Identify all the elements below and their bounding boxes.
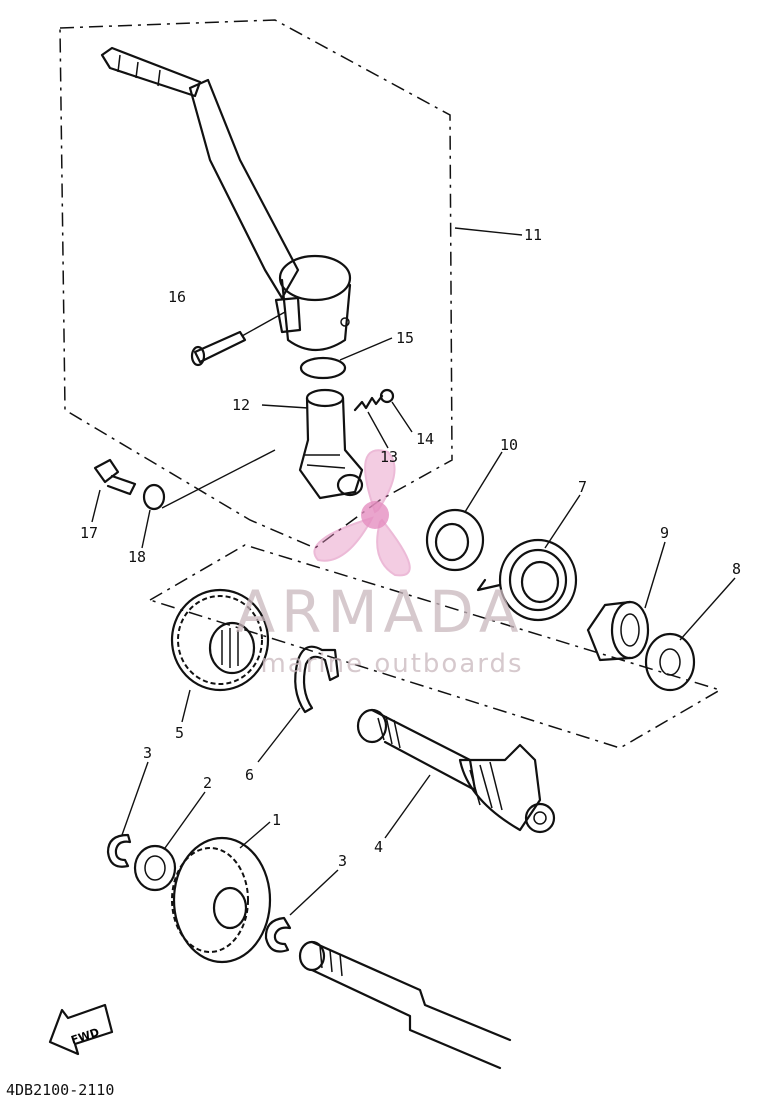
callout-10: 10: [500, 436, 518, 454]
oil-seal-10: [425, 508, 485, 572]
washer-8: [644, 632, 696, 692]
torsion-spring-7: [476, 538, 578, 622]
kick-axle-4: [356, 708, 556, 834]
circlip-3-right: [264, 916, 292, 953]
idle-gear-1: [171, 836, 272, 964]
callout-13: 13: [380, 448, 398, 466]
assembly-boundary-lower: [148, 544, 722, 749]
circlip-6: [294, 645, 340, 714]
washer-18: [142, 483, 166, 511]
callout-5: 5: [175, 724, 184, 742]
o-ring-15: [299, 356, 347, 380]
washer-2: [133, 844, 177, 892]
callout-17: 17: [80, 524, 98, 542]
callout-15: 15: [396, 329, 414, 347]
bolt-16: [190, 311, 286, 367]
ratchet-gear-5: [170, 588, 270, 692]
callout-14: 14: [416, 430, 434, 448]
circlip-3-left: [106, 833, 132, 868]
callout-8: 8: [732, 560, 741, 578]
callout-3-left: 3: [143, 744, 152, 762]
fwd-arrow-icon: FWD: [48, 1003, 114, 1056]
main-shaft: [298, 940, 512, 1070]
propeller-logo-icon: [313, 449, 411, 577]
collar-9: [586, 600, 650, 662]
kick-lever: [100, 46, 352, 351]
callout-2: 2: [203, 774, 212, 792]
callout-12: 12: [232, 396, 250, 414]
bolt-17: [93, 458, 137, 496]
assembly-boundary-11: [59, 19, 453, 549]
watermark-tagline: marine outboards: [260, 649, 523, 679]
watermark-brand: ARMADA: [235, 578, 524, 646]
watermark: ARMADA marine outboards: [235, 449, 524, 679]
callout-18: 18: [128, 548, 146, 566]
callout-11: 11: [524, 226, 542, 244]
callout-3-right: 3: [338, 852, 347, 870]
lever-shaft-12: [298, 388, 364, 500]
callout-4: 4: [374, 838, 383, 856]
fwd-label: FWD: [69, 1026, 100, 1047]
callout-16: 16: [168, 288, 186, 306]
spring-13: [353, 394, 384, 412]
diagram-code: 4DB2100-2110: [6, 1081, 114, 1099]
leader-lines: [91, 227, 736, 916]
callout-6: 6: [245, 766, 254, 784]
callout-7: 7: [578, 478, 587, 496]
ball-14: [379, 388, 395, 404]
callout-9: 9: [660, 524, 669, 542]
callout-1: 1: [272, 811, 281, 829]
